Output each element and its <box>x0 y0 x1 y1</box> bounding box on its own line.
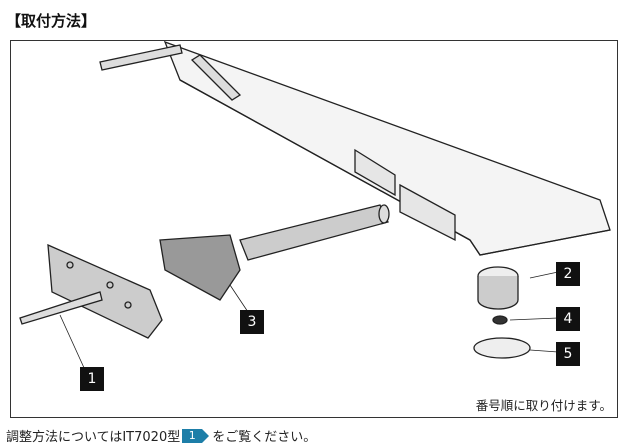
assembly-note: 番号順に取り付けます。 <box>475 398 612 413</box>
diagram-frame <box>10 40 618 418</box>
reference-badge: 1 <box>182 428 210 443</box>
footer-before: 調整方法についてはIT7020型 <box>6 430 181 445</box>
footer-text: 調整方法についてはIT7020型 1 をご覧ください。 <box>6 426 316 445</box>
part-label-1: 1 <box>80 367 104 391</box>
part-label-3: 3 <box>240 310 264 334</box>
part-label-5: 5 <box>556 342 580 366</box>
part-label-2: 2 <box>556 262 580 286</box>
footer-after: をご覧ください。 <box>212 430 317 445</box>
section-title: 【取付方法】 <box>6 12 97 30</box>
part-label-4: 4 <box>556 307 580 331</box>
